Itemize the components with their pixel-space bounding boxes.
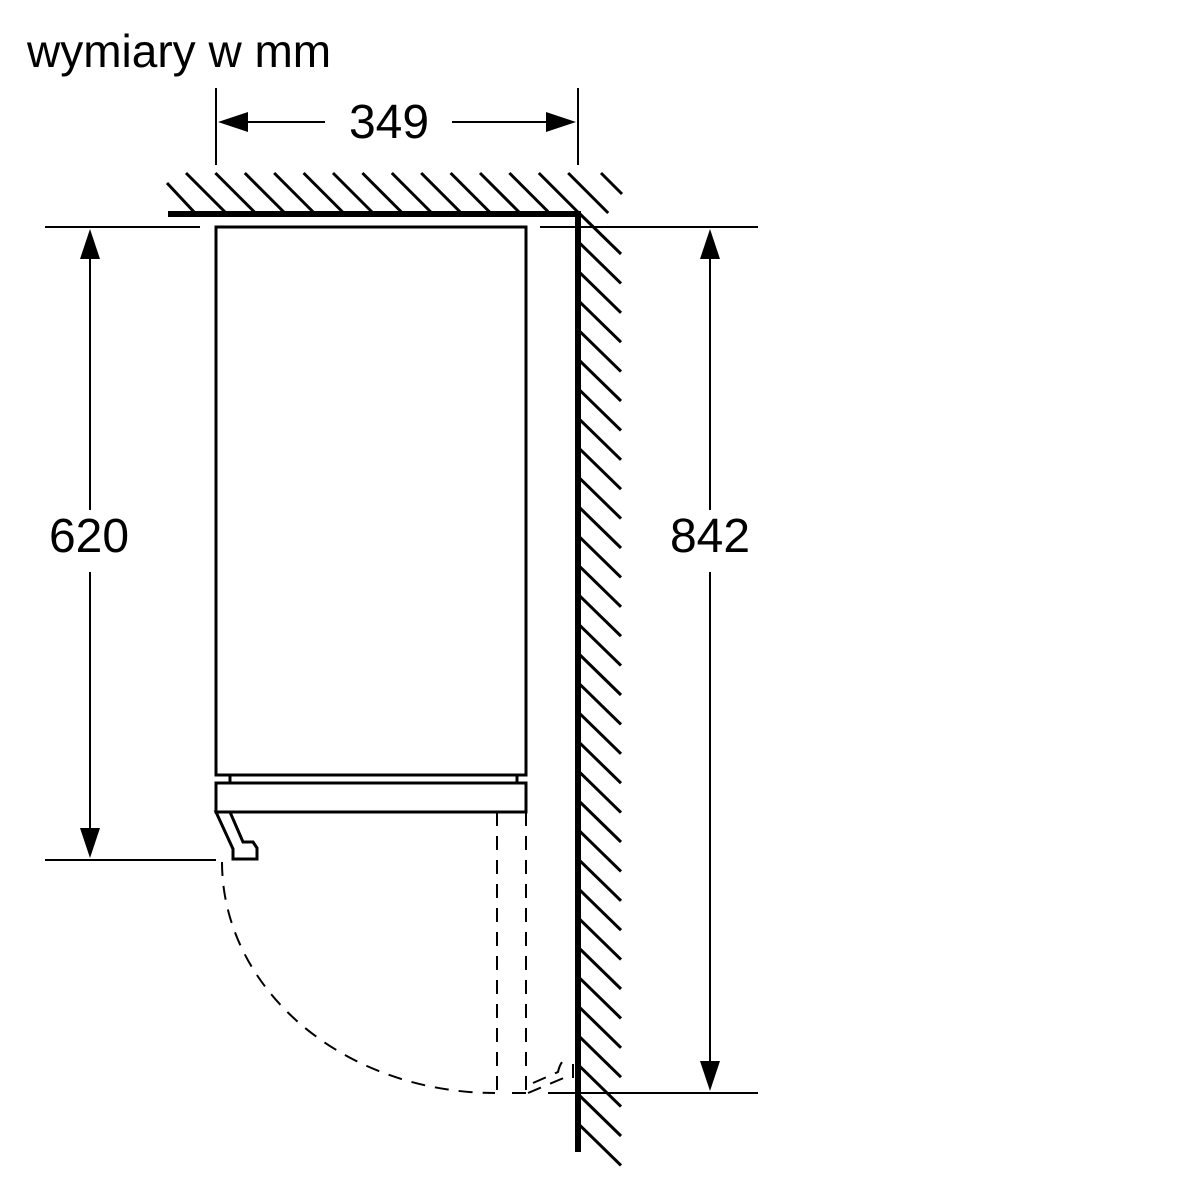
hatch-line: [578, 1065, 623, 1108]
arrow-up-icon: [80, 229, 100, 259]
hatch-line: [578, 330, 623, 373]
arrow-up-icon: [700, 229, 720, 259]
dimension-width-label: 349: [349, 96, 429, 149]
hatch-line: [578, 448, 623, 491]
wall-outline: [168, 211, 581, 1152]
hatch-line: [302, 171, 345, 215]
arrow-down-icon: [80, 828, 100, 858]
hatch-line: [578, 301, 623, 344]
dimension-cabinet-height: [45, 226, 216, 861]
dimension-total-height-label: 842: [670, 510, 750, 563]
hatch-line: [578, 477, 623, 520]
arrow-left-icon: [218, 112, 248, 132]
hatch-line: [361, 171, 404, 215]
hatch-line: [578, 830, 623, 873]
dimension-width: [215, 88, 579, 165]
hatch-line: [578, 565, 623, 608]
hatch-line: [578, 212, 623, 256]
hatch-line: [273, 171, 316, 215]
hatch-line: [578, 1124, 623, 1167]
hatch-line: [578, 653, 623, 697]
hatch-line: [578, 1094, 623, 1138]
hatch-line: [578, 595, 623, 638]
hatch-line: [578, 359, 623, 403]
hatch-line: [331, 171, 375, 215]
hatch-line: [165, 181, 197, 215]
hatch-line: [578, 1006, 623, 1049]
dimension-cabinet-height-label: 620: [49, 510, 129, 563]
appliance-door: [214, 781, 528, 814]
hatch-line: [420, 171, 463, 215]
hatch-line: [214, 171, 257, 215]
hatch-line: [478, 171, 522, 215]
appliance-body: [214, 225, 528, 777]
ceiling-hatching: [165, 171, 624, 215]
hatch-line: [578, 889, 623, 932]
wall-hatching: [578, 212, 623, 1167]
hatch-line: [578, 712, 623, 755]
hatch-line: [578, 418, 623, 461]
hatch-line: [578, 506, 623, 550]
arrow-down-icon: [700, 1061, 720, 1091]
hatch-line: [578, 624, 623, 667]
hatch-line: [578, 947, 623, 991]
hatch-line: [578, 742, 623, 785]
hatch-line: [578, 771, 623, 814]
hatch-line: [578, 1036, 623, 1079]
hatch-line: [578, 242, 623, 285]
hatch-line: [537, 171, 580, 215]
hatch-line: [508, 171, 551, 215]
hatch-line: [578, 271, 623, 314]
hatch-line: [578, 859, 623, 902]
diagram-title: wymiary w mm: [26, 25, 331, 77]
door-handle: [213, 810, 259, 861]
hatch-line: [578, 536, 623, 579]
dimension-total-height: [540, 226, 758, 1094]
hatch-line: [578, 977, 623, 1020]
hatch-line: [578, 800, 623, 844]
hatch-line: [449, 171, 492, 215]
door-swing: [221, 812, 574, 1094]
hatch-line: [578, 683, 623, 726]
arrow-right-icon: [546, 112, 576, 132]
hatch-line: [599, 171, 624, 196]
hatch-line: [567, 171, 610, 215]
hatch-line: [390, 171, 433, 215]
hatch-line: [243, 171, 286, 215]
hatch-line: [578, 918, 623, 961]
door-swing-arc: [221, 861, 496, 1094]
hatch-line: [578, 389, 623, 432]
hatch-line: [184, 171, 228, 215]
